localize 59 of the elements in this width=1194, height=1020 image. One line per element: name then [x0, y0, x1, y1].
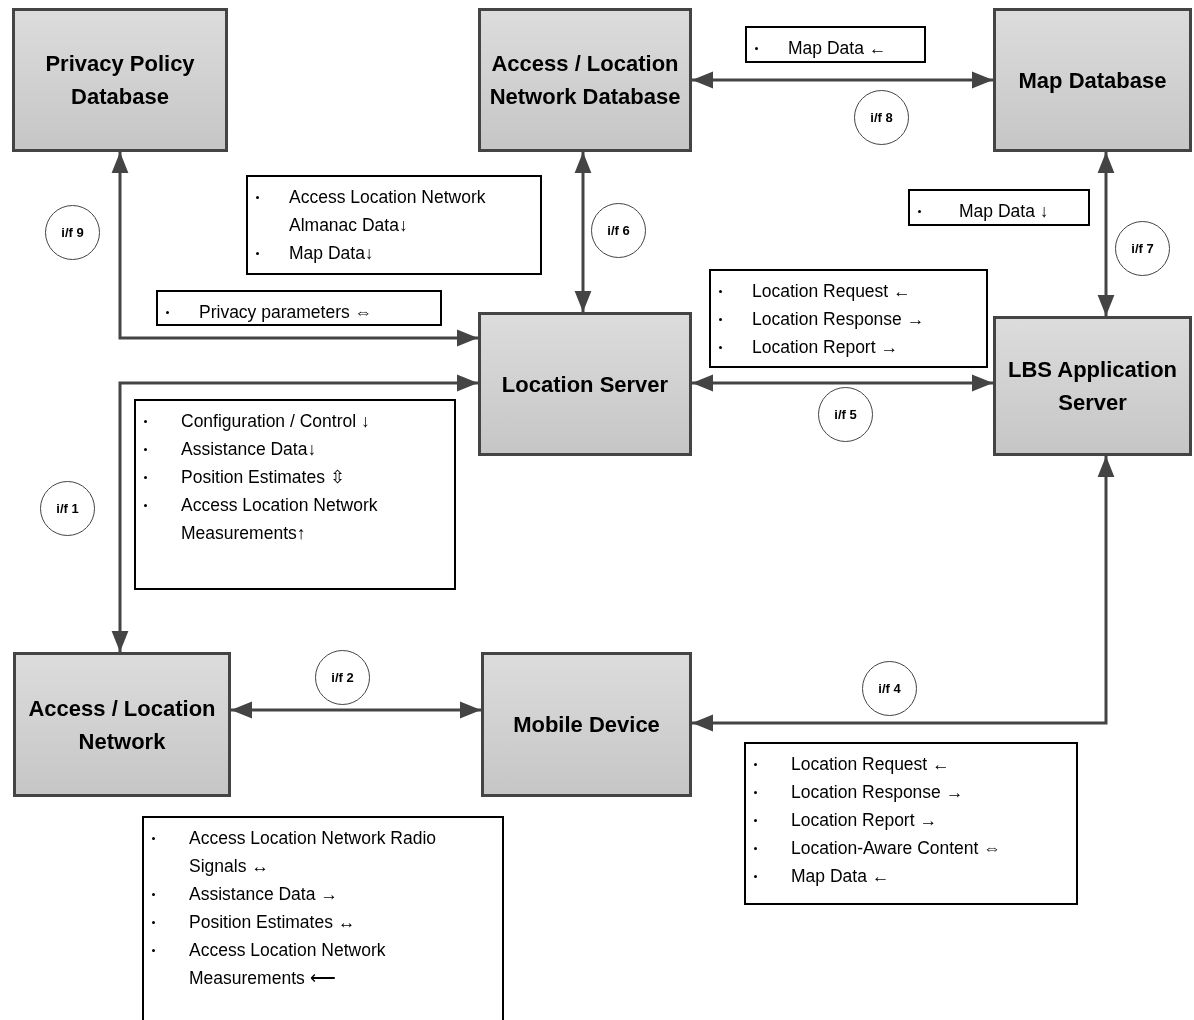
component-box: [12, 8, 228, 152]
interface-label: i/f 2: [331, 670, 354, 685]
component-label: Privacy Policy Database: [44, 50, 196, 111]
message-item: Location Request ←: [752, 280, 911, 303]
message-item: Access Location Network Radio Signals ↔: [189, 827, 438, 878]
message-list-box: [156, 290, 442, 326]
message-list-box: [246, 175, 542, 275]
connector-arrow: [231, 701, 481, 719]
interface-label: i/f 5: [834, 407, 857, 422]
component-box: [478, 8, 692, 152]
interface-label: i/f 9: [61, 225, 84, 240]
connector-arrow: [692, 71, 993, 89]
message-item: Configuration / Control ↓: [181, 410, 370, 433]
component-label: Access / Location Network Database: [488, 50, 682, 111]
interface-label: i/f 6: [607, 223, 630, 238]
message-item: Map Data ←: [788, 37, 887, 60]
component-label: Location Server: [500, 370, 670, 399]
connector-arrow: [1097, 152, 1115, 316]
component-label: Mobile Device: [512, 711, 661, 739]
message-item: Location Response →: [791, 781, 964, 804]
message-list-box: [134, 399, 456, 590]
message-item: Access Location Network Measurements↑: [181, 494, 379, 545]
component-box: [481, 652, 692, 797]
component-label: Access / Location Network: [27, 694, 217, 756]
component-label: Map Database: [1017, 66, 1168, 95]
component-label: LBS Application Server: [1006, 356, 1179, 417]
connector-arrow: [692, 456, 1115, 732]
component-box: [993, 316, 1192, 456]
message-item: Map Data↓: [289, 242, 374, 265]
message-item: Assistance Data↓: [181, 438, 317, 461]
interface-label: i/f 7: [1131, 241, 1154, 256]
message-item: Position Estimates ⇳: [181, 466, 345, 489]
component-box: [478, 312, 692, 456]
message-list-box: [709, 269, 988, 368]
connector-arrow: [574, 152, 592, 312]
connector-arrow: [111, 374, 478, 652]
message-item: Privacy parameters ⇔: [199, 301, 373, 324]
message-list-box: [908, 189, 1090, 226]
component-box: [993, 8, 1192, 152]
connector-arrow: [111, 152, 478, 347]
connector-arrow: [692, 374, 993, 392]
message-item: Map Data ↓: [959, 200, 1049, 223]
message-item: Location Report →: [752, 336, 898, 359]
message-item: Location-Aware Content ⇔: [791, 837, 1001, 860]
message-item: Assistance Data →: [189, 883, 338, 906]
interface-label: i/f 8: [870, 110, 893, 125]
message-item: Location Report →: [791, 809, 937, 832]
message-item: Access Location Network Almanac Data↓: [289, 186, 487, 237]
message-list-box: [744, 742, 1078, 905]
message-list-box: [142, 816, 504, 1020]
interface-label: i/f 4: [878, 681, 901, 696]
message-list-box: [745, 26, 926, 63]
component-box: [13, 652, 231, 797]
message-item: Position Estimates ↔: [189, 911, 356, 934]
message-item: Location Request ←: [791, 753, 950, 776]
message-item: Access Location Network Measurements ⟵: [189, 939, 387, 990]
message-item: Map Data ←: [791, 865, 890, 888]
interface-label: i/f 1: [56, 501, 79, 516]
message-item: Location Response →: [752, 308, 925, 331]
